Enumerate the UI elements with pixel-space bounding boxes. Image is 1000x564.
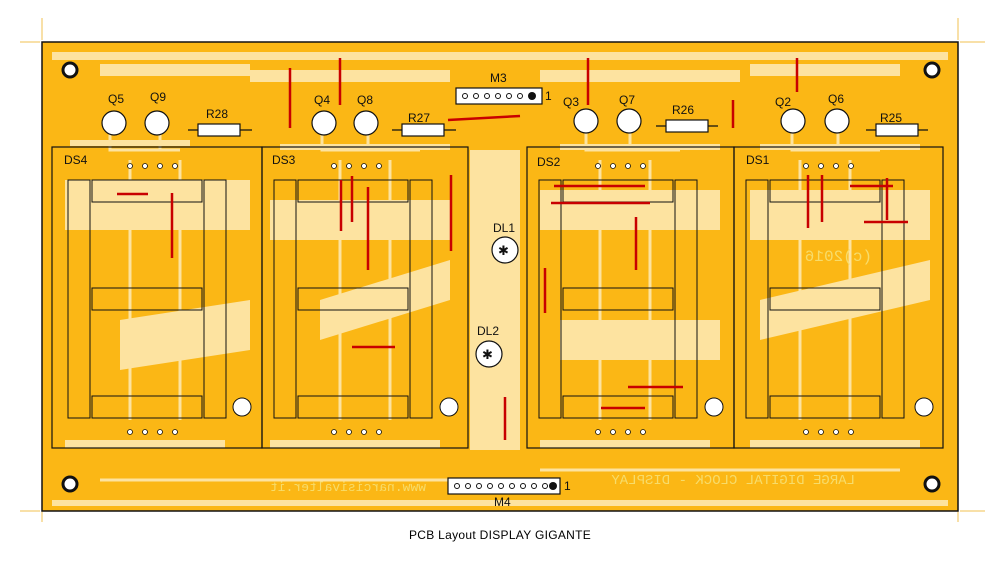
display-label: DS3	[272, 153, 296, 167]
led-dl2: ✱	[475, 340, 503, 368]
resistor-r28	[197, 123, 241, 137]
transistor-label: Q3	[563, 95, 579, 109]
connector-m4	[447, 477, 561, 495]
transistor-label: Q8	[357, 93, 373, 107]
transistor-label: Q7	[619, 93, 635, 107]
resistor-r26	[665, 119, 709, 133]
segment-outlines	[67, 179, 934, 419]
pads	[127, 163, 854, 435]
transistor-label: Q4	[314, 93, 330, 107]
pin1-mark: 1	[564, 479, 571, 493]
jumper-wires	[117, 58, 908, 440]
pin1-pad	[549, 482, 557, 490]
led-dl1: ✱	[491, 236, 519, 264]
display-label: DS4	[64, 153, 88, 167]
connector-label-m4: M4	[494, 495, 511, 509]
pin1-mark: 1	[545, 89, 552, 103]
resistor-label: R25	[880, 111, 902, 125]
transistor-label: Q5	[108, 92, 124, 106]
transistor-q5	[101, 110, 127, 136]
connector-m3	[455, 87, 543, 105]
led-symbol-icon: ✱	[498, 243, 509, 258]
display-ds1	[733, 146, 944, 449]
transistor-q2	[780, 108, 806, 134]
mounting-hole	[61, 61, 79, 79]
transistor-q9	[144, 110, 170, 136]
display-label: DS2	[537, 155, 561, 169]
transistor-q4	[311, 110, 337, 136]
mounting-hole	[923, 475, 941, 493]
resistor-label: R27	[408, 111, 430, 125]
display-outlines	[51, 146, 944, 449]
page-caption: PCB Layout DISPLAY GIGANTE	[408, 528, 592, 542]
resistor-label: R26	[672, 103, 694, 117]
display-ds3	[261, 146, 469, 449]
connector-label-m3: M3	[490, 71, 507, 85]
website-silkscreen: www.narcisivalter.it	[270, 480, 426, 495]
transistor-labels: Q5 Q9 Q4 Q8 Q3 Q7 Q2 Q6	[108, 90, 844, 109]
transistor-label: Q6	[828, 92, 844, 106]
transistor-bodies	[101, 108, 850, 136]
copyright-silkscreen: (c)2016	[805, 248, 872, 266]
led-symbol-icon: ✱	[482, 347, 493, 362]
led-label: DL2	[477, 324, 499, 338]
transistor-q8	[353, 110, 379, 136]
resistor-label: R28	[206, 107, 228, 121]
display-label: DS1	[746, 153, 770, 167]
pin1-pad	[528, 92, 536, 100]
resistor-bodies	[188, 119, 928, 137]
pcb-layout: M3 1 M4 1 Q5 Q9 Q4 Q8 Q3 Q7 Q2 Q6	[20, 18, 985, 522]
mounting-hole	[61, 475, 79, 493]
resistor-r27	[401, 123, 445, 137]
crop-marks	[20, 18, 985, 522]
resistor-labels: R28 R27 R26 R25	[206, 103, 902, 125]
transistor-q7	[616, 108, 642, 134]
mounting-hole	[923, 61, 941, 79]
resistor-r25	[875, 123, 919, 137]
board-title-silkscreen: LARGE DIGITAL CLOCK - DISPLAY	[611, 473, 855, 489]
mounting-holes	[61, 61, 941, 493]
transistor-q6	[824, 108, 850, 134]
led-label: DL1	[493, 221, 515, 235]
transistor-q3	[573, 108, 599, 134]
display-labels: DS4 DS3 DS2 DS1	[64, 153, 770, 169]
transistor-label: Q9	[150, 90, 166, 104]
transistor-label: Q2	[775, 95, 791, 109]
